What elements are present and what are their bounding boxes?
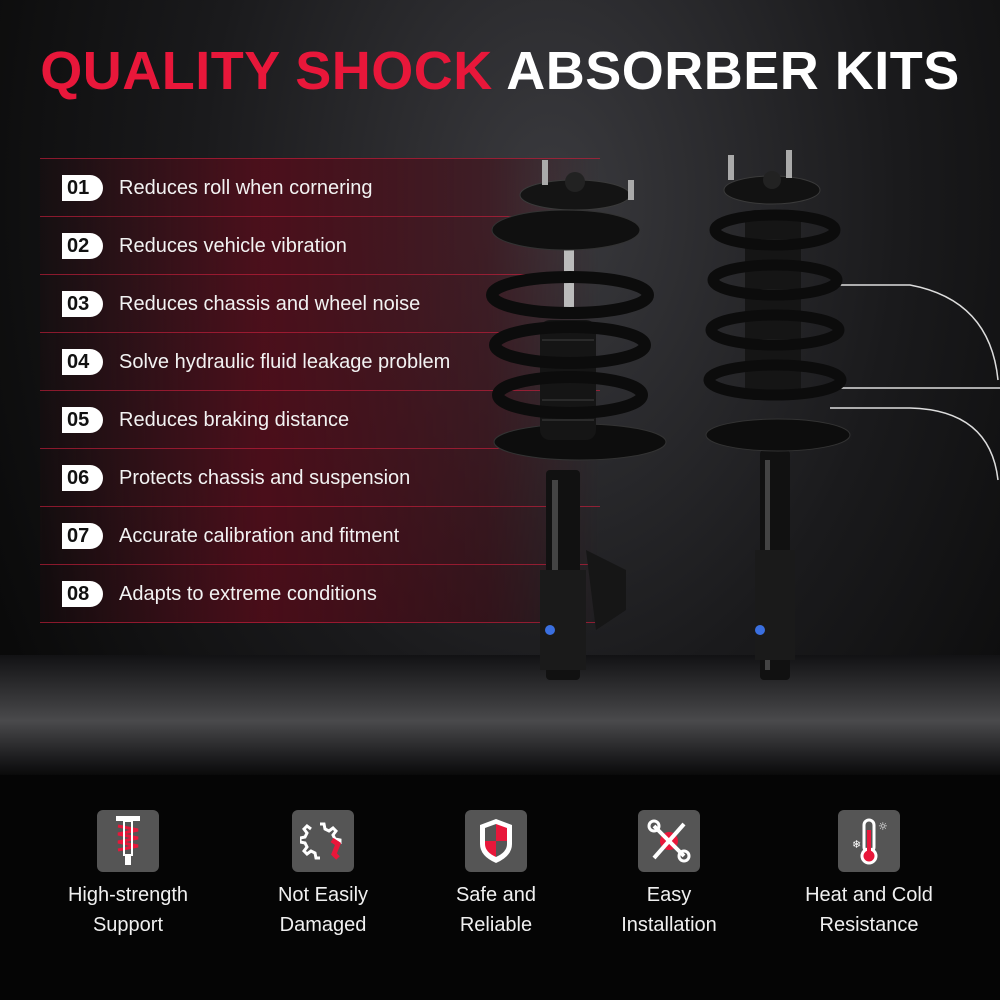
- feature-text: Reduces braking distance: [119, 409, 350, 431]
- feature-text: Reduces chassis and wheel noise: [119, 293, 421, 315]
- coilover-spring-icon: [97, 810, 159, 872]
- shock-absorber-image: [486, 150, 1000, 680]
- feature-number: 02: [62, 233, 103, 259]
- shield-icon: [465, 810, 527, 872]
- feature-number: 07: [62, 523, 103, 549]
- title-rest: ABSORBER KITS: [506, 41, 960, 101]
- page-title: QUALITY SHOCK ABSORBER KITS: [0, 40, 1000, 102]
- feature-text: Adapts to extreme conditions: [119, 583, 377, 605]
- feature-item: 01 Reduces roll when cornering: [40, 158, 600, 216]
- svg-text:☼: ☼: [878, 820, 888, 833]
- feature-item: 06 Protects chassis and suspension: [40, 448, 600, 506]
- thermometer-icon: ❄☼: [838, 810, 900, 872]
- svg-text:❄: ❄: [852, 838, 861, 851]
- feature-item: 07 Accurate calibration and fitment: [40, 506, 600, 564]
- feature-text: Accurate calibration and fitment: [119, 525, 400, 547]
- feature-text: Solve hydraulic fluid leakage problem: [119, 351, 451, 373]
- feature-number: 01: [62, 175, 103, 201]
- gear-broken-icon: [292, 810, 354, 872]
- feature-number: 03: [62, 291, 103, 317]
- left-strut: [486, 160, 667, 680]
- feature-number: 05: [62, 407, 103, 433]
- feature-number: 08: [62, 581, 103, 607]
- feature-item: 02 Reduces vehicle vibration: [40, 216, 600, 274]
- title-highlight: QUALITY SHOCK: [40, 41, 493, 101]
- feature-text: Reduces roll when cornering: [119, 177, 373, 199]
- floor-backdrop: [0, 655, 1000, 775]
- right-strut: [703, 150, 851, 680]
- feature-text: Reduces vehicle vibration: [119, 235, 347, 257]
- feature-text: Protects chassis and suspension: [119, 467, 411, 489]
- feature-item: 08 Adapts to extreme conditions: [40, 564, 600, 623]
- wrench-screwdriver-icon: [638, 810, 700, 872]
- feature-number: 04: [62, 349, 103, 375]
- feature-number: 06: [62, 465, 103, 491]
